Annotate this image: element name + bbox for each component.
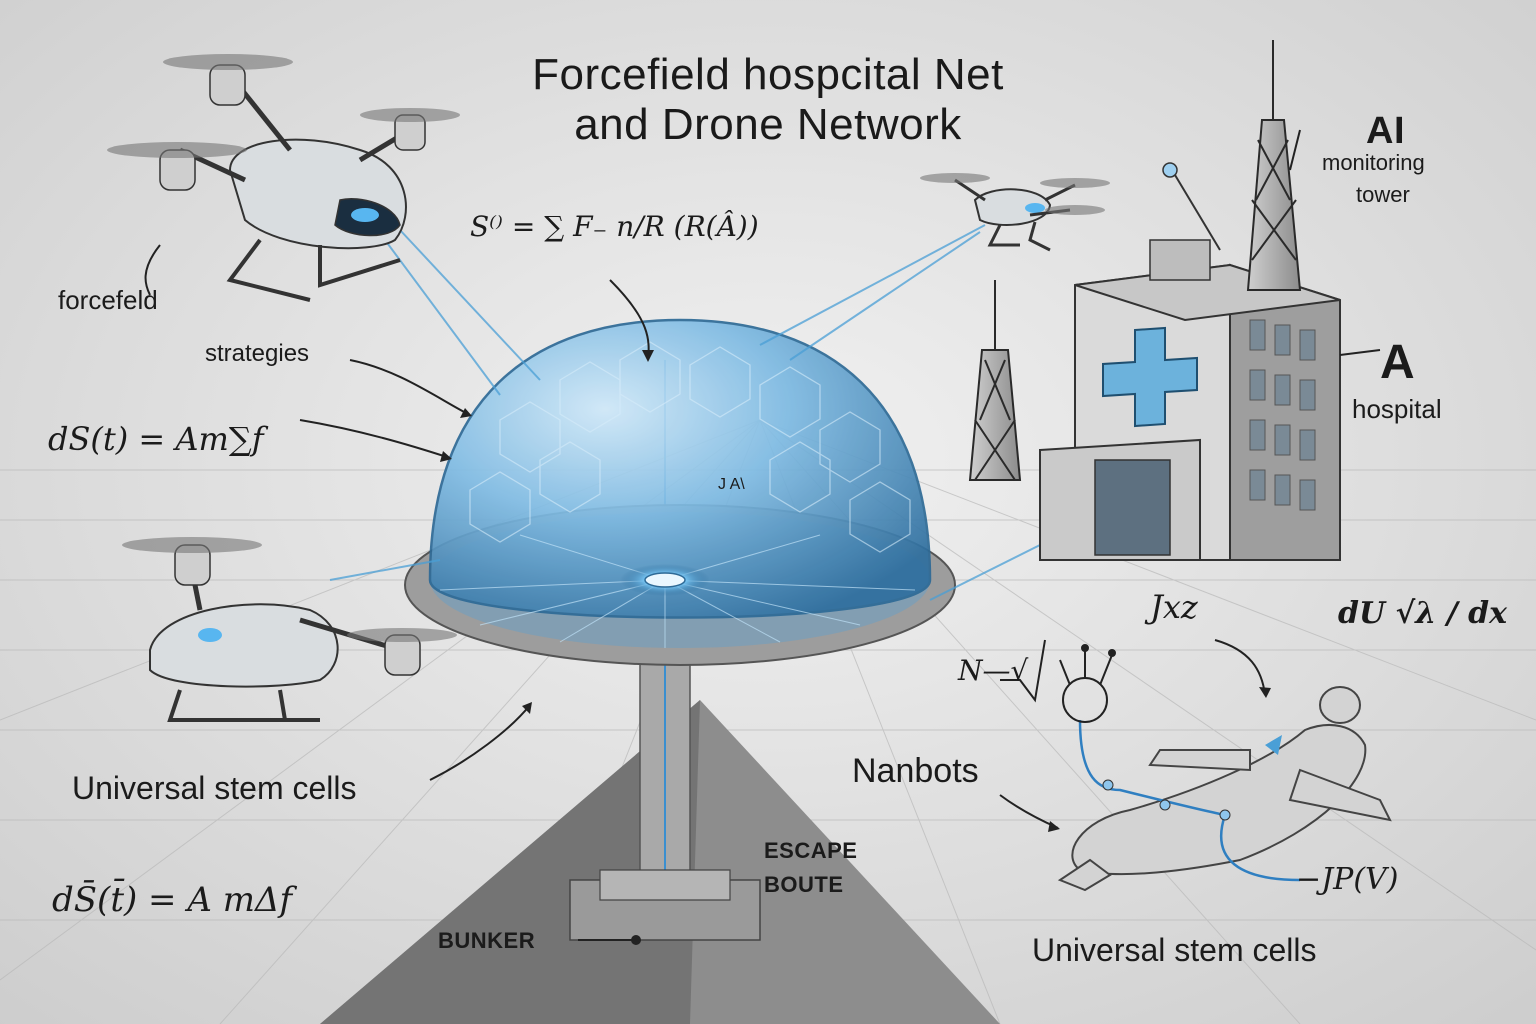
patient-figure — [1057, 686, 1392, 892]
equation-left-upper: dS(t) = Am∑f — [48, 420, 264, 458]
drone-icon — [107, 54, 460, 302]
antenna-mast — [1174, 174, 1221, 251]
pit-wall-left — [320, 700, 700, 1024]
label-strategies: strategies — [205, 340, 310, 367]
label-monitoring-line-1: monitoring — [1322, 150, 1425, 175]
equation-right-dv: dU √λ / dx — [1338, 596, 1508, 631]
nanobot-marker-icon — [1265, 735, 1282, 755]
dome-mark: J A\ — [718, 476, 745, 493]
label-ai: AI — [1366, 110, 1405, 152]
dome-core — [644, 572, 686, 588]
nanobot-node-icon — [1102, 779, 1114, 791]
antenna-dish-icon — [1162, 162, 1178, 178]
nanobot-node-icon — [1219, 809, 1231, 821]
equation-jxz: Jxz — [1150, 588, 1198, 626]
page-title-line-1: Forcefield hospcital Net — [532, 50, 1004, 99]
label-bunker: BUNKER — [438, 928, 536, 953]
label-monitoring-line-2: tower — [1356, 182, 1410, 207]
label-universal-stem-cells-left: Universal stem cells — [72, 770, 357, 806]
page-title-line-2: and Drone Network — [574, 100, 962, 149]
equation-top: S⁽⁾ = ∑ F₋ n/R (R(Â)) — [470, 210, 759, 243]
forcefield-dome — [428, 318, 932, 619]
nanobot-symbol-icon — [1000, 639, 1116, 723]
leader-arrows — [144, 129, 1381, 941]
nanobot-wire — [1078, 719, 1301, 882]
equation-left-lower: dS̄(t̄) = A mΔf — [52, 880, 293, 920]
label-a-mark: A — [1380, 336, 1416, 389]
hospital-cross-icon — [1102, 326, 1198, 428]
bunker-pointer-dot — [631, 935, 641, 945]
drone-beams — [329, 224, 1081, 601]
equation-n-sym: N—√ — [958, 654, 1029, 687]
label-hospital: hospital — [1352, 394, 1442, 424]
small-tower — [968, 280, 1022, 481]
label-forcefield: forcefeld — [58, 285, 158, 315]
equation-jp: −JP(V) — [1296, 862, 1399, 897]
arrowheads — [440, 350, 1271, 832]
dome-hex-pattern — [469, 341, 911, 553]
hospital-building — [1039, 239, 1341, 561]
label-universal-stem-cells-right: Universal stem cells — [1032, 932, 1317, 968]
label-escape-route-line-2: BOUTE — [764, 872, 844, 897]
monitoring-tower — [1246, 40, 1302, 291]
bunker-hatch — [599, 869, 731, 901]
label-nanobots: Nanbots — [852, 752, 979, 790]
drone-icon — [122, 537, 457, 722]
nanobot-node-icon — [1159, 799, 1171, 811]
drone-icon — [920, 173, 1110, 252]
label-escape-route-line-1: ESCAPE — [764, 838, 858, 863]
